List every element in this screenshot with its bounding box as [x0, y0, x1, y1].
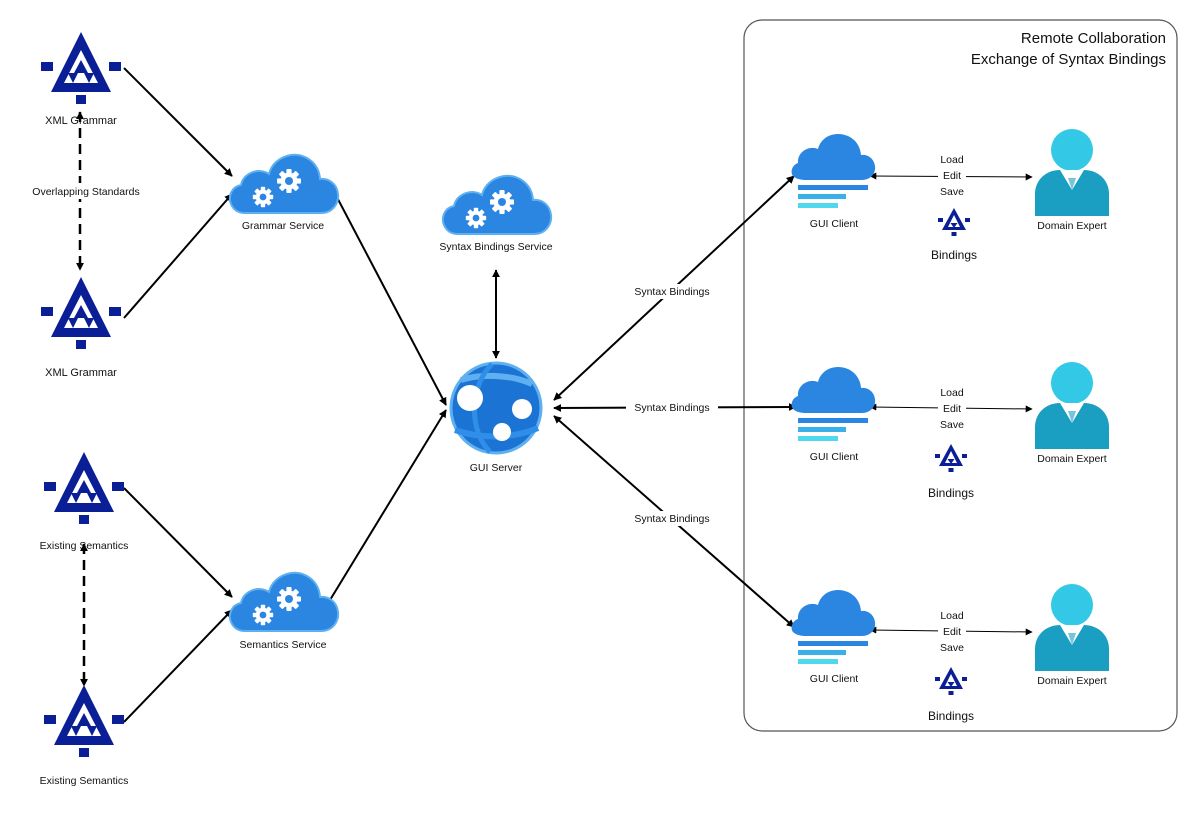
node-label: Bindings — [931, 248, 977, 262]
node-label: XML Grammar — [45, 115, 117, 127]
node-gui-client-3[interactable]: GUI Client — [791, 590, 876, 685]
triangle-standard-icon — [44, 452, 124, 524]
node-label: Syntax Bindings Service — [439, 241, 552, 253]
node-gui-server[interactable]: GUI Server — [449, 361, 543, 474]
node-gui-client-1[interactable]: GUI Client — [791, 134, 876, 230]
node-label: GUI Server — [470, 462, 523, 474]
load-edit-save-3: Load Edit Save — [938, 610, 966, 654]
edge-label-overlapping-standards: Overlapping Standards — [32, 186, 139, 198]
web-app-globe-icon — [449, 361, 543, 455]
edge-label-syntax-bindings-2: Syntax Bindings — [634, 402, 709, 414]
label-load: Load — [940, 387, 964, 399]
node-label: Domain Expert — [1037, 220, 1107, 232]
node-label: Bindings — [928, 486, 974, 500]
node-semantics-service[interactable]: Semantics Service — [230, 573, 338, 651]
edge-grammar-service-gui-server — [329, 183, 447, 406]
edge-sem2-semantics-service — [123, 609, 233, 723]
cloud-client-icon — [791, 367, 876, 441]
node-domain-expert-3[interactable]: Domain Expert — [1035, 584, 1109, 687]
label-load: Load — [940, 154, 964, 166]
triangle-standard-icon — [41, 32, 121, 104]
label-save: Save — [940, 642, 964, 654]
node-label: Grammar Service — [242, 220, 324, 232]
triangle-standard-icon — [44, 685, 124, 757]
node-existing-semantics-2[interactable]: Existing Semantics — [40, 685, 129, 787]
node-label: Existing Semantics — [40, 775, 129, 787]
node-label: GUI Client — [810, 451, 859, 463]
user-icon — [1035, 362, 1109, 449]
edge-label-syntax-bindings-1: Syntax Bindings — [634, 286, 709, 298]
edge-semantics-service-gui-server — [329, 409, 447, 601]
cloud-gear-icon — [230, 155, 338, 213]
cloud-client-icon — [791, 134, 876, 208]
triangle-standard-icon — [41, 277, 121, 349]
load-edit-save-2: Load Edit Save — [938, 387, 966, 431]
node-grammar-service[interactable]: Grammar Service — [230, 155, 338, 232]
group-title-line1: Remote Collaboration — [1021, 30, 1166, 47]
node-xml-grammar-1[interactable]: XML Grammar — [40, 32, 134, 127]
node-bindings-2[interactable]: Bindings — [928, 444, 974, 500]
node-bindings-1[interactable]: Bindings — [931, 208, 977, 262]
bindings-triangle-icon — [935, 667, 967, 695]
cloud-gear-icon — [443, 176, 551, 234]
node-label: Semantics Service — [240, 639, 327, 651]
node-xml-grammar-2[interactable]: XML Grammar — [41, 277, 121, 379]
label-edit: Edit — [943, 403, 961, 415]
label-save: Save — [940, 419, 964, 431]
edge-label-syntax-bindings-3: Syntax Bindings — [634, 513, 709, 525]
edge-xml1-grammar-service — [123, 67, 233, 177]
node-label: XML Grammar — [45, 367, 117, 379]
edge-xml2-grammar-service — [123, 193, 233, 319]
node-syntax-bindings-service[interactable]: Syntax Bindings Service — [439, 176, 553, 253]
load-edit-save-1: Load Edit Save — [938, 154, 966, 198]
label-save: Save — [940, 186, 964, 198]
node-label: GUI Client — [810, 218, 859, 230]
label-edit: Edit — [943, 626, 961, 638]
node-bindings-3[interactable]: Bindings — [928, 667, 974, 723]
bindings-triangle-icon — [935, 444, 967, 472]
node-domain-expert-2[interactable]: Domain Expert — [1035, 362, 1109, 465]
group-title-line2: Exchange of Syntax Bindings — [971, 51, 1166, 68]
bindings-triangle-icon — [938, 208, 970, 236]
label-load: Load — [940, 610, 964, 622]
node-existing-semantics-1[interactable]: Existing Semantics — [40, 452, 129, 552]
label-edit: Edit — [943, 170, 961, 182]
node-label: Existing Semantics — [40, 540, 129, 552]
user-icon — [1035, 584, 1109, 671]
cloud-gear-icon — [230, 573, 338, 631]
edge-sem1-semantics-service — [123, 487, 233, 598]
node-label: Bindings — [928, 709, 974, 723]
node-gui-client-2[interactable]: GUI Client — [791, 367, 876, 463]
node-label: GUI Client — [810, 673, 859, 685]
node-label: Domain Expert — [1037, 675, 1107, 687]
user-icon — [1035, 129, 1109, 216]
node-domain-expert-1[interactable]: Domain Expert — [1035, 129, 1109, 232]
cloud-client-icon — [791, 590, 876, 664]
node-label: Domain Expert — [1037, 453, 1107, 465]
